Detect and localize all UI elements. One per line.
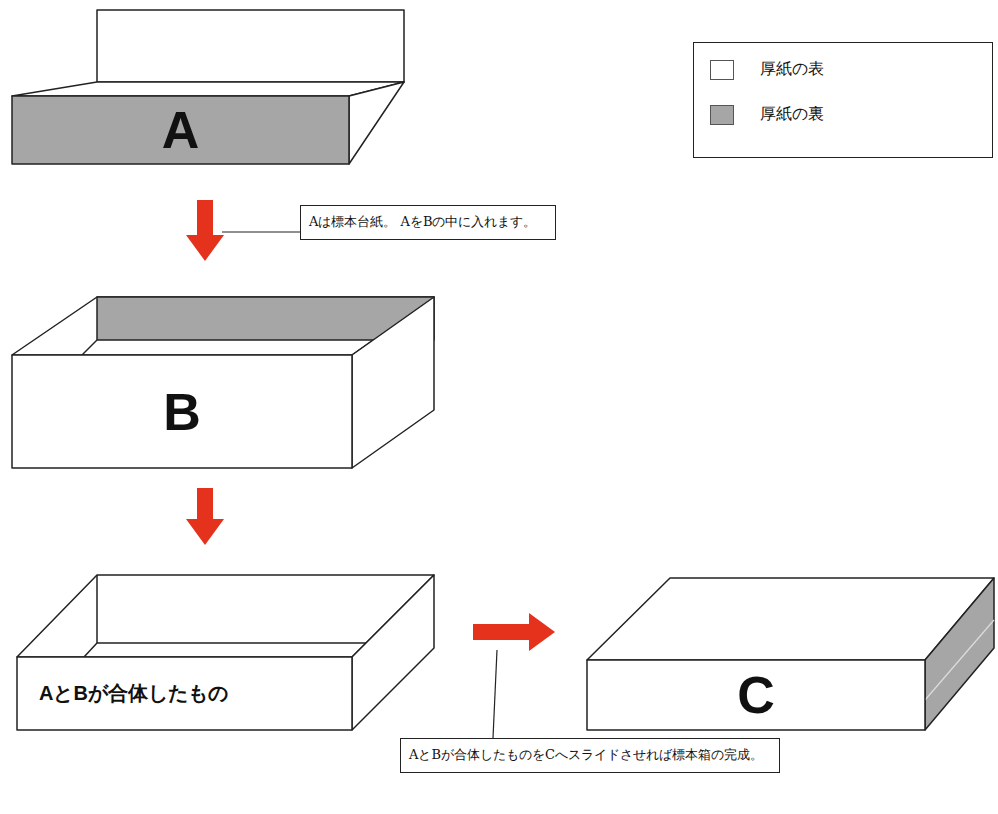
- box-letter: AとBが合体したもの: [39, 680, 228, 707]
- box-letter: B: [163, 382, 201, 442]
- front-face: B: [12, 355, 352, 468]
- legend-swatch: [710, 60, 734, 80]
- callout-text: AとBが合体したものをCへスライドさせれば標本箱の完成。: [409, 744, 771, 767]
- tray-inner-edge: [82, 340, 97, 355]
- callout-text: Aは標本台紙。 AをBの中に入れます。: [309, 211, 547, 234]
- box-letter: A: [162, 100, 200, 160]
- front-face: C: [587, 660, 925, 730]
- mount-side: [349, 82, 404, 164]
- combined-box: AとBが合体したもの: [17, 575, 434, 730]
- combined-inner-edge: [84, 643, 97, 657]
- combined-front: [17, 657, 352, 730]
- mount-front: [12, 96, 349, 164]
- legend-text: 厚紙の表: [760, 59, 824, 80]
- legend-entry: 厚紙の表: [710, 59, 824, 80]
- mount-top: [12, 82, 404, 96]
- flow-arrow: [473, 613, 555, 651]
- mount-box: A: [12, 10, 404, 164]
- flow-arrow: [186, 200, 224, 261]
- box-letter: C: [737, 665, 775, 725]
- tray-front: [12, 355, 352, 468]
- mount-back-flap: [97, 10, 404, 82]
- front-face: A: [12, 96, 349, 164]
- legend-box: 厚紙の表厚紙の裏: [693, 42, 993, 158]
- sleeve-inner-edge: [925, 620, 994, 700]
- tray-box: B: [12, 297, 434, 468]
- flow-arrow: [186, 488, 224, 545]
- legend-swatch: [710, 105, 734, 125]
- sleeve-box: C: [587, 578, 994, 730]
- sleeve-opening: [925, 578, 994, 730]
- legend-text: 厚紙の裏: [760, 104, 824, 125]
- tray-side: [352, 297, 434, 468]
- legend-entry: 厚紙の裏: [710, 104, 824, 125]
- front-face: AとBが合体したもの: [17, 657, 352, 730]
- note-callout: AとBが合体したものをCへスライドさせれば標本箱の完成。: [400, 738, 780, 773]
- combined-side: [352, 575, 434, 730]
- sleeve-top: [587, 578, 994, 660]
- sleeve-front: [587, 660, 925, 730]
- leader-line: [493, 650, 497, 738]
- leader-line: [222, 231, 300, 232]
- note-callout: Aは標本台紙。 AをBの中に入れます。: [300, 205, 556, 240]
